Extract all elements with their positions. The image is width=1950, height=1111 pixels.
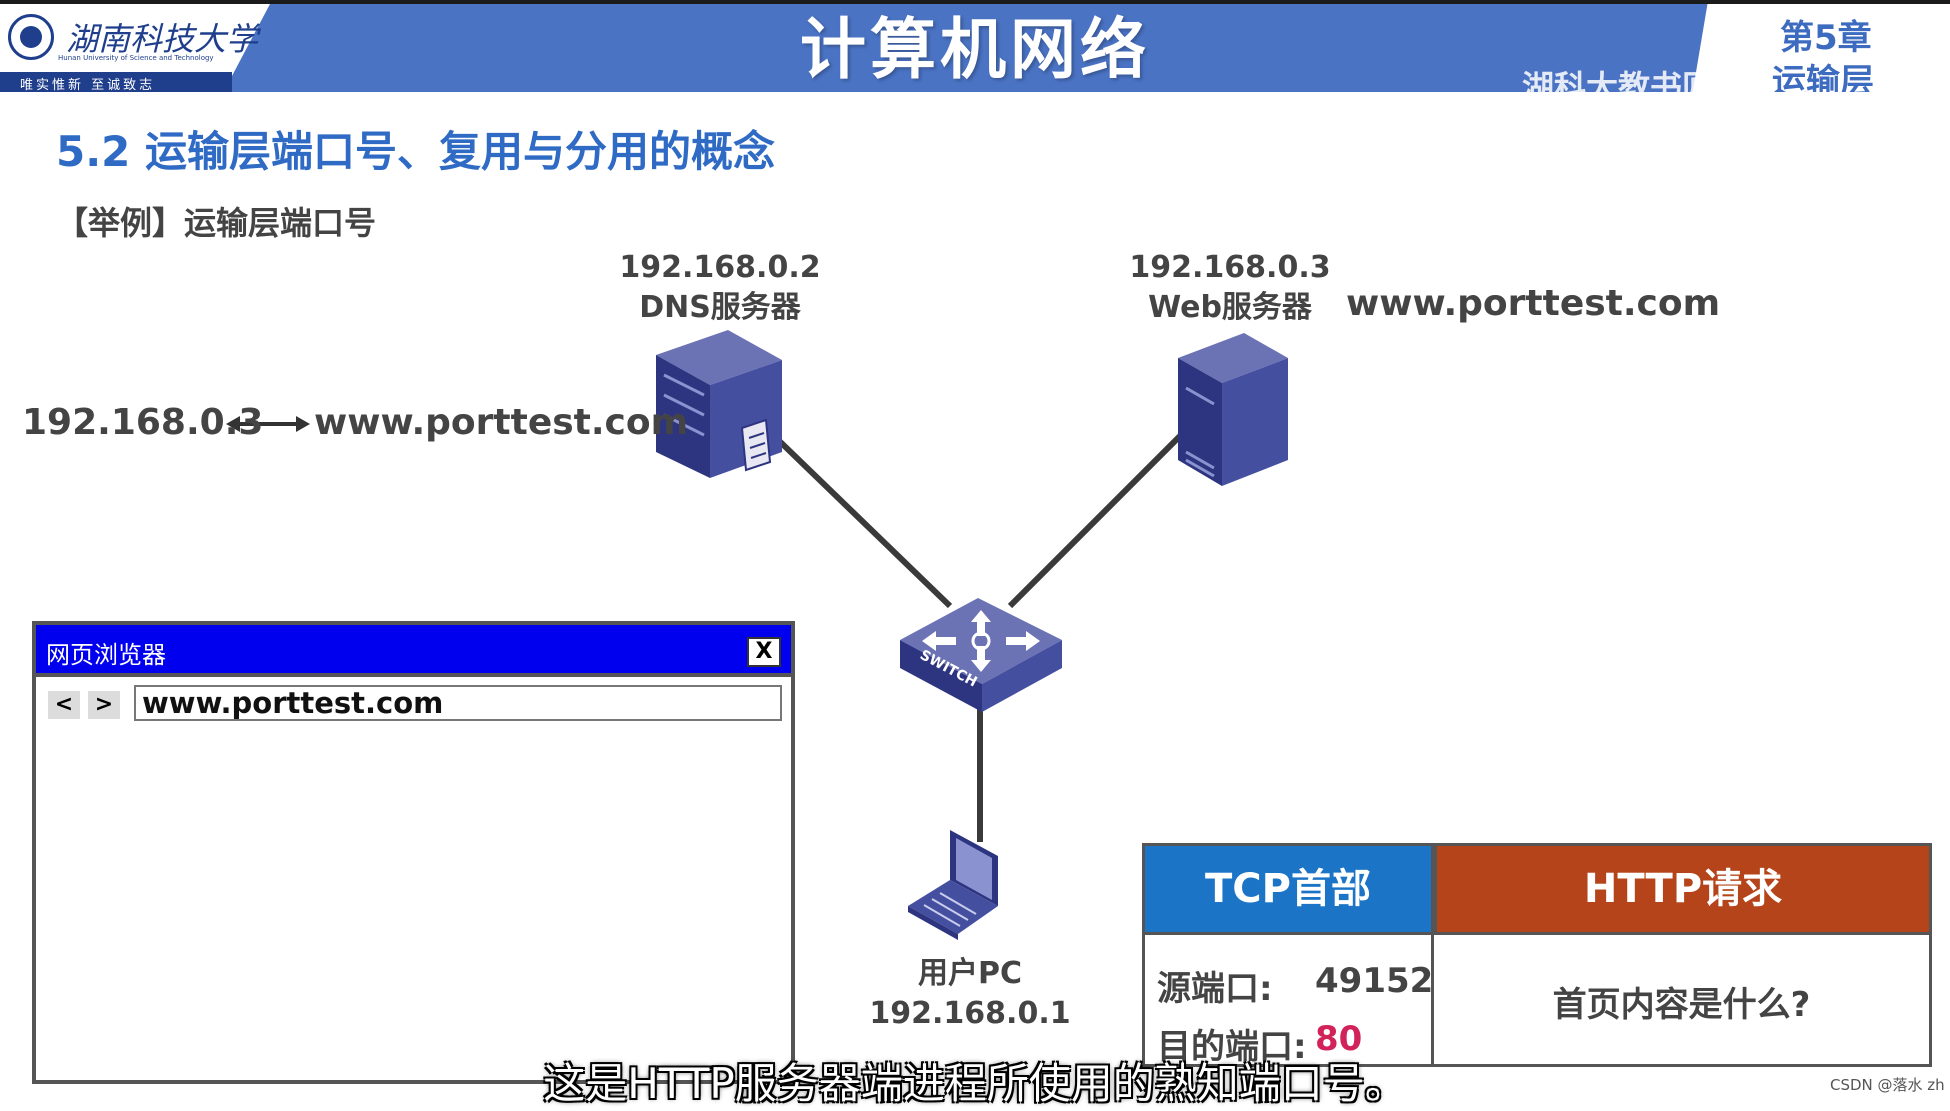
link-web-switch [1007,433,1183,609]
motto-band [0,72,232,92]
http-request-body: 首页内容是什么? [1434,935,1932,1067]
web-server-icon [1178,333,1288,486]
http-request-title: HTTP请求 [1434,843,1932,935]
double-arrow-icon [226,416,310,432]
slide-title: 5.2 运输层端口号、复用与分用的概念 [56,127,776,176]
back-button[interactable]: < [48,691,80,719]
dns-server-label: DNS服务器 [639,290,801,325]
university-logo-icon [8,14,54,60]
browser-titlebar: 网页浏览器 X [36,625,791,677]
browser-window: 网页浏览器 X < > www.porttest.com [32,621,795,1084]
video-subtitle: 这是HTTP服务器端进程所使用的熟知端口号。 [543,1059,1407,1108]
switch-icon: SWITCH [900,598,1062,712]
user-pc-label: 用户PC [917,956,1022,991]
url-input[interactable]: www.porttest.com [134,685,782,721]
source-port-value: 49152 [1315,961,1434,1001]
chapter-label: 第5章 [1780,18,1872,58]
chapter-panel [1692,4,1950,92]
web-server-label: Web服务器 [1148,290,1312,325]
packet-table: TCP首部 HTTP请求 源端口: 49152 目的端口: 80 首页内容是什么… [1142,843,1932,1067]
destination-port-label: 目的端口: [1157,1027,1307,1067]
browser-title: 网页浏览器 [46,641,166,669]
forward-button[interactable]: > [88,691,120,719]
tcp-header-title: TCP首部 [1142,843,1434,935]
http-request-content: 首页内容是什么? [1552,985,1811,1025]
source-port-label: 源端口: [1157,969,1273,1009]
course-title: 计算机网络 [800,11,1150,88]
university-name: 湖南科技大学 [66,20,259,58]
tcp-header-body: 源端口: 49152 目的端口: 80 [1142,935,1434,1067]
web-server-ip: 192.168.0.3 [1129,250,1331,285]
overlay-watermark: 湖科大教书匠 [1522,68,1715,92]
university-name-en: Hunan University of Science and Technolo… [58,54,214,62]
link-dns-switch [767,429,953,609]
slide-header: 湖南科技大学 Hunan University of Science and T… [0,0,1950,92]
user-pc-ip: 192.168.0.1 [869,996,1071,1031]
csdn-watermark: CSDN @落水 zh [1830,1076,1945,1094]
dns-server-ip: 192.168.0.2 [619,250,821,285]
dns-server-icon [656,330,782,478]
dns-record-domain: www.porttest.com [314,402,689,443]
dns-record-ip: 192.168.0.3 [22,402,264,443]
example-label: 【举例】运输层端口号 [56,204,377,242]
user-pc-laptop-icon [908,830,998,940]
university-motto: 唯实惟新 至诚致志 [20,78,156,92]
close-button[interactable]: X [747,637,781,667]
destination-port-value: 80 [1315,1019,1363,1059]
web-server-domain: www.porttest.com [1346,283,1721,324]
chapter-name: 运输层 [1772,62,1874,92]
